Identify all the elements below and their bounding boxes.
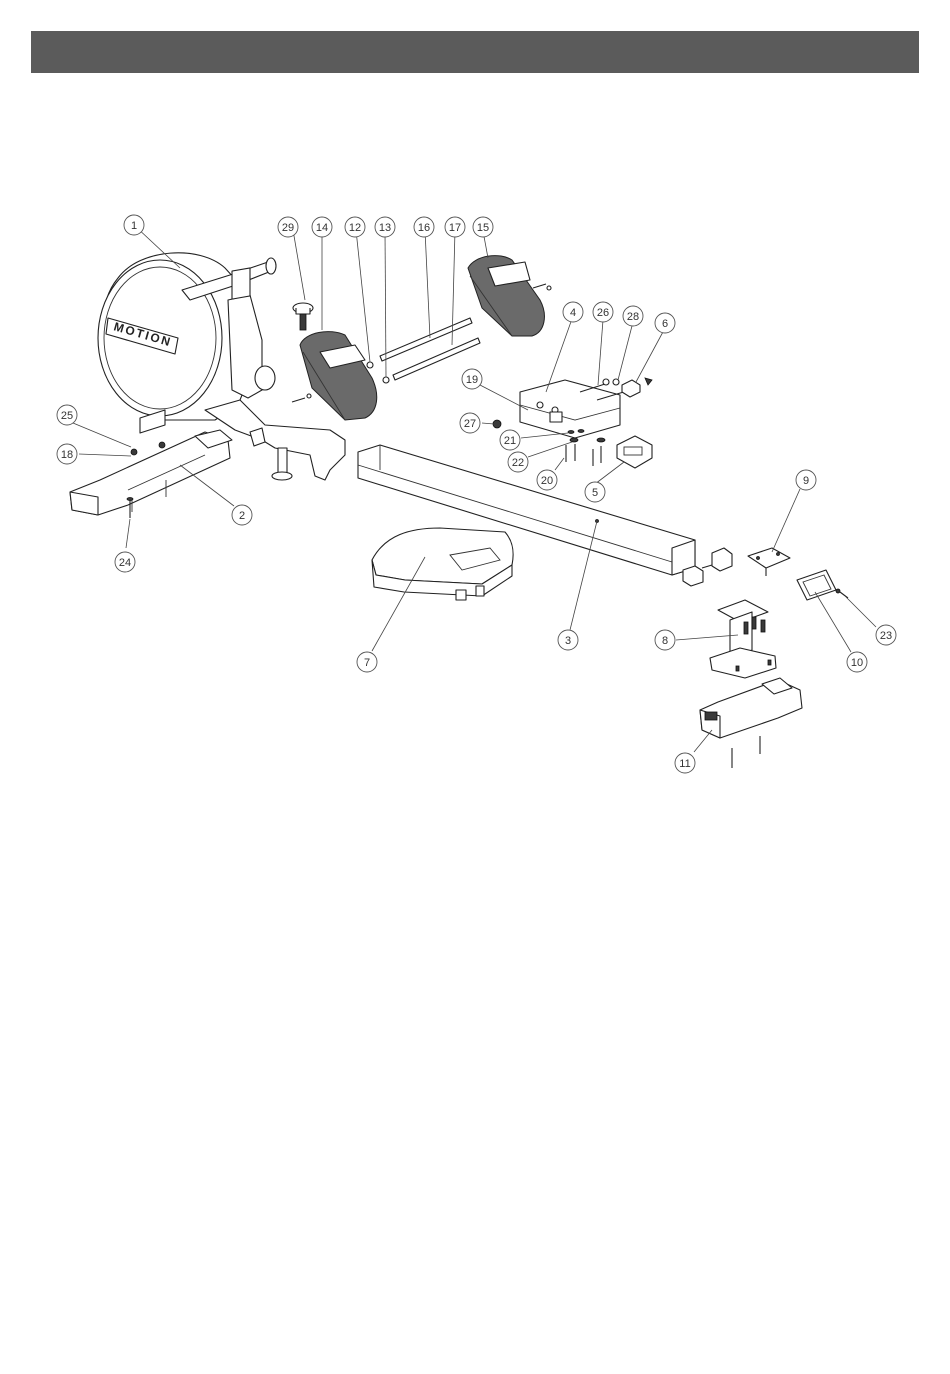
- footrest-left: [300, 332, 377, 420]
- rear-stabilizer: [700, 678, 802, 768]
- washer-13: [383, 377, 389, 383]
- svg-text:11: 11: [679, 758, 690, 770]
- callout-13: 13: [375, 217, 395, 237]
- callout-14: 14: [312, 217, 332, 237]
- callout-25: 25: [57, 405, 77, 425]
- callout-18: 18: [57, 444, 77, 464]
- adjustment-knob: [293, 303, 313, 330]
- callout-19: 19: [462, 369, 482, 389]
- svg-text:6: 6: [662, 318, 668, 330]
- svg-text:4: 4: [570, 307, 576, 319]
- bolt-footrest-right: [533, 284, 551, 290]
- svg-text:22: 22: [512, 457, 524, 469]
- callout-26: 26: [593, 302, 613, 322]
- callout-27: 27: [460, 413, 480, 433]
- svg-text:15: 15: [477, 222, 489, 234]
- callout-6: 6: [655, 313, 675, 333]
- callout-8: 8: [655, 630, 675, 650]
- callout-23: 23: [876, 625, 896, 645]
- svg-text:24: 24: [119, 557, 131, 569]
- svg-text:8: 8: [662, 635, 668, 647]
- callout-20: 20: [537, 470, 557, 490]
- svg-text:13: 13: [379, 222, 391, 234]
- callout-29: 29: [278, 217, 298, 237]
- parts-drawing: MOTION: [70, 253, 848, 768]
- svg-text:16: 16: [418, 222, 430, 234]
- svg-text:18: 18: [61, 449, 73, 461]
- svg-text:23: 23: [880, 630, 892, 642]
- svg-text:28: 28: [627, 311, 639, 323]
- callout-17: 17: [445, 217, 465, 237]
- callout-1: 1: [124, 215, 144, 235]
- rear-support: [710, 600, 776, 678]
- footrest-right: [468, 256, 544, 336]
- svg-text:21: 21: [504, 435, 516, 447]
- callout-4: 4: [563, 302, 583, 322]
- callout-9: 9: [796, 470, 816, 490]
- screw-23: [836, 589, 848, 598]
- callout-12: 12: [345, 217, 365, 237]
- svg-text:27: 27: [464, 418, 476, 430]
- front-stabilizer: [70, 410, 232, 515]
- washer-12: [367, 362, 373, 368]
- seat: [372, 528, 513, 600]
- callout-5: 5: [585, 482, 605, 502]
- svg-text:3: 3: [565, 635, 571, 647]
- callout-2: 2: [232, 505, 252, 525]
- axle-16: [380, 318, 472, 361]
- svg-text:9: 9: [803, 475, 809, 487]
- end-cap-10: [797, 570, 836, 600]
- callout-7: 7: [357, 652, 377, 672]
- callout-3: 3: [558, 630, 578, 650]
- callout-16: 16: [414, 217, 434, 237]
- callout-15: 15: [473, 217, 493, 237]
- bolt-footrest-left: [292, 394, 311, 402]
- callout-28: 28: [623, 306, 643, 326]
- mounting-plate-9: [748, 548, 790, 576]
- svg-text:20: 20: [541, 475, 553, 487]
- svg-text:14: 14: [316, 222, 328, 234]
- svg-text:26: 26: [597, 307, 609, 319]
- svg-text:25: 25: [61, 410, 73, 422]
- callout-22: 22: [508, 452, 528, 472]
- svg-text:1: 1: [131, 220, 137, 232]
- svg-text:10: 10: [851, 657, 863, 669]
- svg-text:17: 17: [449, 222, 461, 234]
- svg-text:7: 7: [364, 657, 370, 669]
- rail-bracket: [520, 380, 620, 438]
- svg-text:29: 29: [282, 222, 294, 234]
- svg-text:5: 5: [592, 487, 598, 499]
- callout-21: 21: [500, 430, 520, 450]
- svg-text:12: 12: [349, 222, 361, 234]
- svg-text:19: 19: [466, 374, 478, 386]
- callout-24: 24: [115, 552, 135, 572]
- callout-11: 11: [675, 753, 695, 773]
- callout-10: 10: [847, 652, 867, 672]
- svg-text:2: 2: [239, 510, 245, 522]
